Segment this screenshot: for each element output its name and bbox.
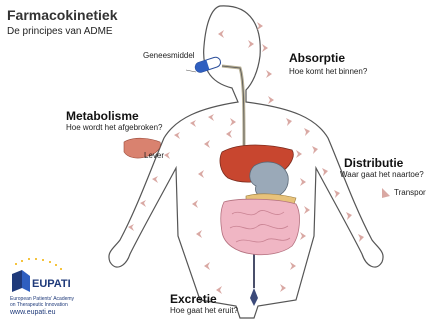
excretion-question: Hoe gaat het eruit?: [170, 306, 238, 315]
page-subtitle: De principes van ADME: [7, 26, 113, 37]
absorption-question: Hoe komt het binnen?: [289, 67, 367, 76]
logo-url: www.eupati.eu: [10, 309, 56, 316]
transporter-arrow-icon: [382, 188, 390, 198]
metabolism-question: Hoe wordt het afgebroken?: [66, 123, 163, 132]
liver-label: Lever: [144, 151, 164, 160]
absorption-title: Absorptie: [289, 51, 345, 65]
excretion-title: Excretie: [170, 292, 217, 306]
transporters-label: Transporters: [394, 188, 426, 197]
medicine-label: Geneesmiddel: [143, 51, 195, 60]
metabolism-title: Metabolisme: [66, 109, 139, 123]
logo-name: EUPATI: [32, 278, 71, 290]
page-title: Farmacokinetiek: [7, 7, 118, 23]
distribution-question: Waar gaat het naartoe?: [340, 170, 426, 179]
distribution-title: Distributie: [344, 156, 403, 170]
logo-tagline-2: on Therapeutic Innovation: [10, 302, 68, 308]
